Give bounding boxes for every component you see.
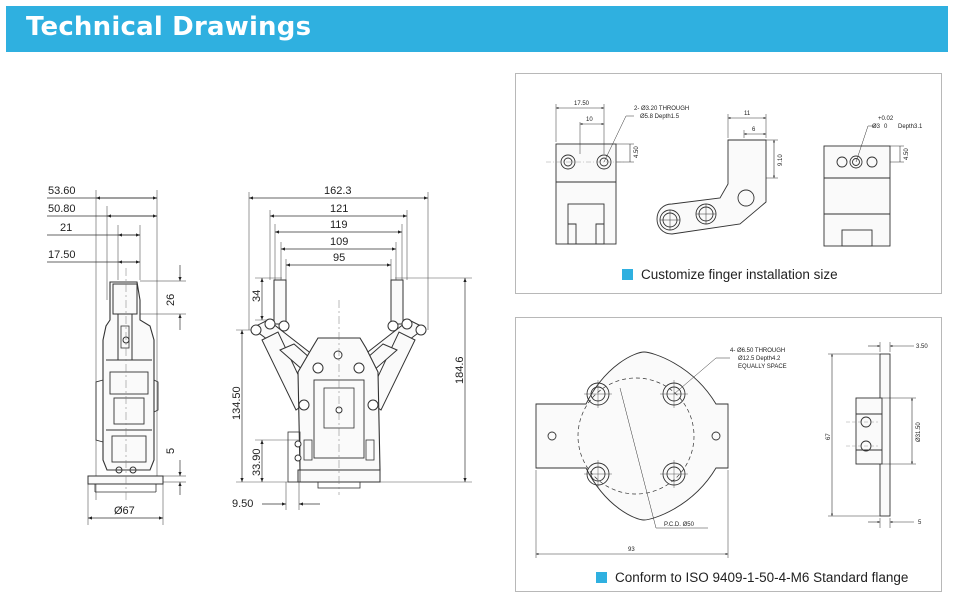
dim-11-small: 11 bbox=[744, 111, 751, 117]
hole-note-1: 4- Ø6.50 THROUGH bbox=[730, 348, 785, 354]
dim-184-6: 184.6 bbox=[454, 356, 466, 384]
depth-note: Depth3.1 bbox=[898, 124, 923, 130]
dim-17-50: 17.50 bbox=[48, 249, 76, 261]
dim-9-10: 9.10 bbox=[778, 154, 784, 166]
dim-5: 5 bbox=[165, 448, 177, 454]
caption-bullet-icon bbox=[622, 269, 633, 280]
finger-caption-text: Customize finger installation size bbox=[641, 267, 838, 282]
dim-9-50: 9.50 bbox=[232, 498, 253, 510]
main-drawings: 53.60 50.80 21 17.50 26 5 Ø67 bbox=[47, 185, 472, 525]
dim-6-small: 6 bbox=[752, 127, 756, 133]
dim-121: 121 bbox=[330, 203, 348, 215]
dim-93: 93 bbox=[628, 547, 635, 553]
flange-caption: Conform to ISO 9409-1-50-4-M6 Standard f… bbox=[596, 570, 908, 585]
flange-panel: 4- Ø6.50 THROUGH Ø12.5 Depth4.2 EQUALLY … bbox=[515, 317, 942, 592]
flange-drawings: 4- Ø6.50 THROUGH Ø12.5 Depth4.2 EQUALLY … bbox=[535, 342, 928, 558]
dim-34: 34 bbox=[251, 290, 263, 302]
dim-67-flange: 67 bbox=[826, 433, 832, 440]
dim-26: 26 bbox=[165, 294, 177, 306]
side-view-labels: 53.60 50.80 21 17.50 26 5 Ø67 bbox=[48, 185, 177, 517]
side-view bbox=[47, 190, 186, 525]
dim-33-90: 33.90 bbox=[251, 448, 263, 476]
through-note-2: Ø5.8 Depth1.5 bbox=[640, 114, 680, 120]
front-view-labels: 162.3 121 119 109 95 34 184.6 134.50 33.… bbox=[231, 185, 466, 510]
finger-caption: Customize finger installation size bbox=[622, 267, 838, 282]
dim-3-50: 3.50 bbox=[916, 344, 928, 350]
dim-53-60: 53.60 bbox=[48, 185, 76, 197]
through-note-1: 2- Ø3.20 THROUGH bbox=[634, 106, 689, 112]
dim-21: 21 bbox=[60, 222, 72, 234]
finger-dim-labels: 17.50 10 2- Ø3.20 THROUGH Ø5.8 Depth1.5 … bbox=[574, 101, 923, 166]
dia-3-note: Ø3 bbox=[872, 124, 881, 130]
pcd-note: P.C.D. Ø50 bbox=[664, 522, 695, 528]
dim-5-flange: 5 bbox=[918, 520, 922, 526]
dim-119: 119 bbox=[330, 219, 348, 231]
zero-note: 0 bbox=[884, 124, 888, 130]
dim-10-small: 10 bbox=[586, 117, 593, 123]
dim-4-50-a: 4.50 bbox=[634, 146, 640, 158]
dim-50-80: 50.80 bbox=[48, 203, 76, 215]
dim-dia-67: Ø67 bbox=[114, 505, 135, 517]
header-banner: Technical Drawings bbox=[6, 6, 948, 52]
finger-drawings: 17.50 10 2- Ø3.20 THROUGH Ø5.8 Depth1.5 … bbox=[546, 101, 923, 247]
dim-134-50: 134.50 bbox=[231, 386, 243, 420]
dim-95: 95 bbox=[333, 252, 345, 264]
dim-dia-31-50: Ø31.50 bbox=[916, 422, 922, 442]
hole-note-2: Ø12.5 Depth4.2 bbox=[738, 356, 781, 362]
page-title: Technical Drawings bbox=[26, 12, 312, 42]
flange-dim-labels: 4- Ø6.50 THROUGH Ø12.5 Depth4.2 EQUALLY … bbox=[628, 344, 928, 553]
dim-4-50-b: 4.50 bbox=[904, 148, 910, 160]
hole-note-3: EQUALLY SPACE bbox=[738, 364, 787, 370]
dim-17-50-small: 17.50 bbox=[574, 101, 590, 107]
dim-109: 109 bbox=[330, 236, 348, 248]
front-view bbox=[236, 192, 472, 510]
tolerance-note: +0.02 bbox=[878, 116, 894, 122]
finger-installation-panel: 17.50 10 2- Ø3.20 THROUGH Ø5.8 Depth1.5 … bbox=[515, 73, 942, 294]
caption-bullet-icon bbox=[596, 572, 607, 583]
dim-162-3: 162.3 bbox=[324, 185, 352, 197]
flange-caption-text: Conform to ISO 9409-1-50-4-M6 Standard f… bbox=[615, 570, 909, 585]
